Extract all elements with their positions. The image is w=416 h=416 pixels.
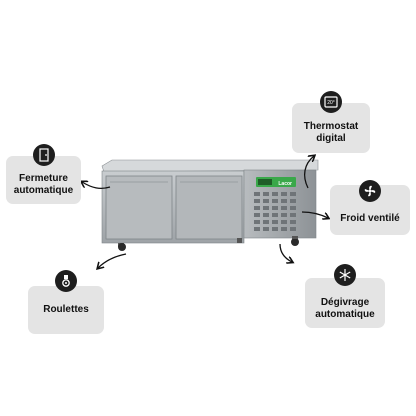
door-icon — [33, 144, 55, 166]
vent-grille — [254, 192, 296, 231]
feature-card-degivrage: Dégivrage automatique — [305, 264, 385, 328]
feature-label-thermostat: Thermostat digital — [303, 121, 359, 144]
vent-slot — [263, 192, 269, 196]
thermostat-icon: 20° — [320, 91, 342, 113]
vent-slot — [290, 206, 296, 210]
feature-card-roulettes: Roulettes — [28, 270, 104, 334]
caster-wheel-icon — [55, 270, 77, 292]
vent-slot — [254, 220, 260, 224]
caster-wheel — [118, 243, 126, 251]
vent-slot — [254, 213, 260, 217]
left-door — [105, 175, 173, 240]
feature-card-froid: Froid ventilé — [330, 180, 410, 235]
vent-slot — [272, 206, 278, 210]
vent-slot — [254, 227, 260, 231]
caster-wheel — [291, 238, 299, 246]
arrow-froid — [301, 211, 328, 218]
vent-slot — [290, 213, 296, 217]
vent-slot — [263, 227, 269, 231]
arrow-roulettes — [98, 253, 127, 268]
vent-slot — [281, 213, 287, 217]
vent-slot — [281, 199, 287, 203]
right-door — [175, 175, 243, 240]
fan-icon — [359, 180, 381, 202]
vent-slot — [281, 227, 287, 231]
vent-slot — [263, 213, 269, 217]
vent-slot — [290, 192, 296, 196]
feature-card-thermostat: 20° Thermostat digital — [292, 91, 370, 153]
vent-slot — [281, 206, 287, 210]
refrigerated-counter: Lacor — [101, 159, 319, 251]
arrow-fermeture — [82, 182, 111, 189]
vent-slot — [290, 227, 296, 231]
vent-slot — [290, 199, 296, 203]
vent-slot — [254, 199, 260, 203]
vent-slot — [263, 199, 269, 203]
feature-label-degivrage: Dégivrage automatique — [315, 297, 375, 320]
vent-slot — [281, 192, 287, 196]
vent-slot — [254, 192, 260, 196]
vent-slot — [263, 220, 269, 224]
feature-label-froid: Froid ventilé — [340, 213, 400, 224]
vent-slot — [272, 213, 278, 217]
vent-slot — [272, 220, 278, 224]
vent-slot — [272, 199, 278, 203]
arrow-thermostat — [303, 156, 314, 189]
vent-slot — [290, 220, 296, 224]
snowflake-icon — [334, 264, 356, 286]
vent-slot — [272, 192, 278, 196]
vent-slot — [281, 220, 287, 224]
vent-slot — [263, 206, 269, 210]
feature-label-fermeture: Fermeture automatique — [13, 173, 74, 196]
brand-label: Lacor — [278, 181, 292, 187]
arrow-degivrage — [279, 243, 292, 262]
svg-text:20°: 20° — [327, 100, 335, 106]
feature-card-fermeture: Fermeture automatique — [6, 144, 81, 204]
feature-label-roulettes: Roulettes — [43, 304, 89, 315]
vent-slot — [254, 206, 260, 210]
vent-slot — [272, 227, 278, 231]
